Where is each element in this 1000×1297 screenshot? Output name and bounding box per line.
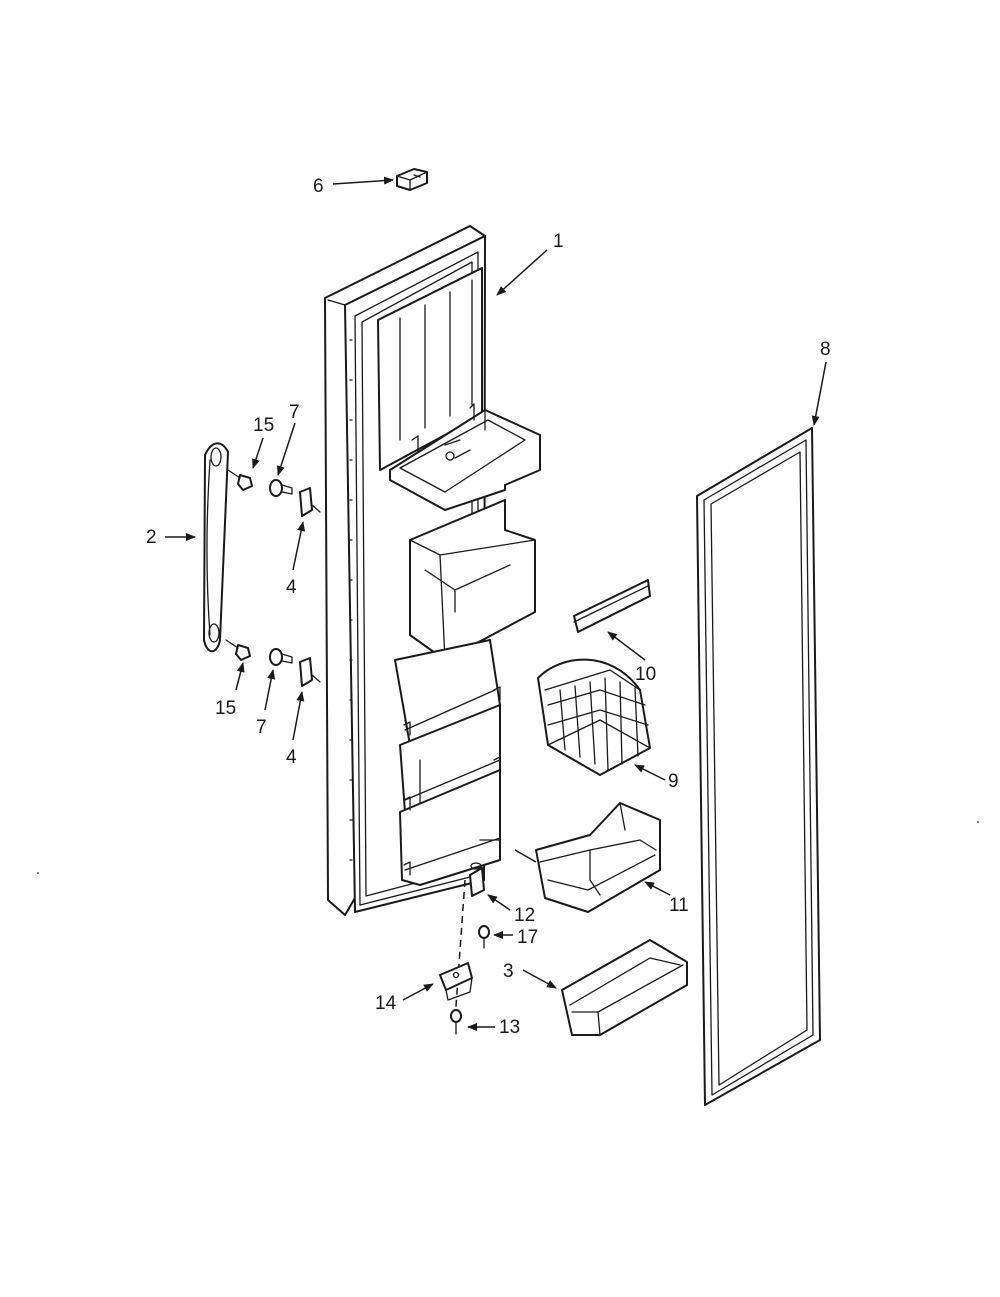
part-6-block xyxy=(396,168,428,191)
leader-8 xyxy=(811,361,827,426)
leader-15a xyxy=(252,437,264,469)
part-14-hinge xyxy=(439,962,473,1001)
leader-1 xyxy=(496,249,548,296)
callout-12: 12 xyxy=(514,905,535,926)
leader-3 xyxy=(522,969,557,989)
leader-4b xyxy=(292,691,305,741)
part-4-bracket-lower xyxy=(299,657,321,687)
scan-dot xyxy=(37,872,39,874)
leader-7b xyxy=(264,669,276,711)
part-9-basket xyxy=(537,658,651,776)
part-7-bolt-upper xyxy=(269,479,293,497)
part-3-door-bin xyxy=(561,939,688,1036)
leader-4a xyxy=(292,521,306,571)
part-8-gasket xyxy=(696,427,821,1106)
leader-15b xyxy=(235,662,245,691)
leader-7a xyxy=(276,422,296,476)
leader-11-tail xyxy=(514,849,537,863)
part-15-screw-lower xyxy=(225,639,251,661)
callout-4-upper: 4 xyxy=(286,577,297,598)
callout-2: 2 xyxy=(146,527,157,548)
callout-4-lower: 4 xyxy=(286,747,297,768)
callout-1: 1 xyxy=(553,231,564,252)
callout-11: 11 xyxy=(669,895,689,916)
part-1-door xyxy=(324,225,541,916)
callout-3: 3 xyxy=(503,961,514,982)
callout-17: 17 xyxy=(517,927,538,948)
callout-6: 6 xyxy=(313,176,324,197)
leader-10 xyxy=(607,631,646,661)
part-17-screw xyxy=(478,925,490,949)
part-13-screw xyxy=(450,1009,462,1035)
part-15-screw-upper xyxy=(227,469,253,491)
scan-dot xyxy=(977,821,979,823)
part-7-bolt-lower xyxy=(269,648,293,666)
callout-13: 13 xyxy=(499,1017,520,1038)
callout-7-upper: 7 xyxy=(289,402,300,423)
leader-12 xyxy=(487,894,511,911)
callout-15-lower: 15 xyxy=(215,698,236,719)
callout-10: 10 xyxy=(635,664,656,685)
callout-15-upper: 15 xyxy=(253,415,274,436)
callout-7-lower: 7 xyxy=(256,717,267,738)
part-2-handle xyxy=(203,442,229,653)
part-4-bracket-upper xyxy=(299,487,321,517)
callout-14: 14 xyxy=(375,993,397,1014)
assembly-line xyxy=(454,879,466,1021)
leader-14 xyxy=(402,983,434,1001)
leader-6 xyxy=(332,176,394,185)
callout-9: 9 xyxy=(668,771,679,792)
leader-9 xyxy=(634,764,666,781)
part-11-tray xyxy=(535,802,661,913)
part-10-trim xyxy=(573,579,651,633)
leader-11 xyxy=(644,881,671,896)
part-12-hinge-pin xyxy=(469,862,485,897)
callout-8: 8 xyxy=(820,339,831,360)
